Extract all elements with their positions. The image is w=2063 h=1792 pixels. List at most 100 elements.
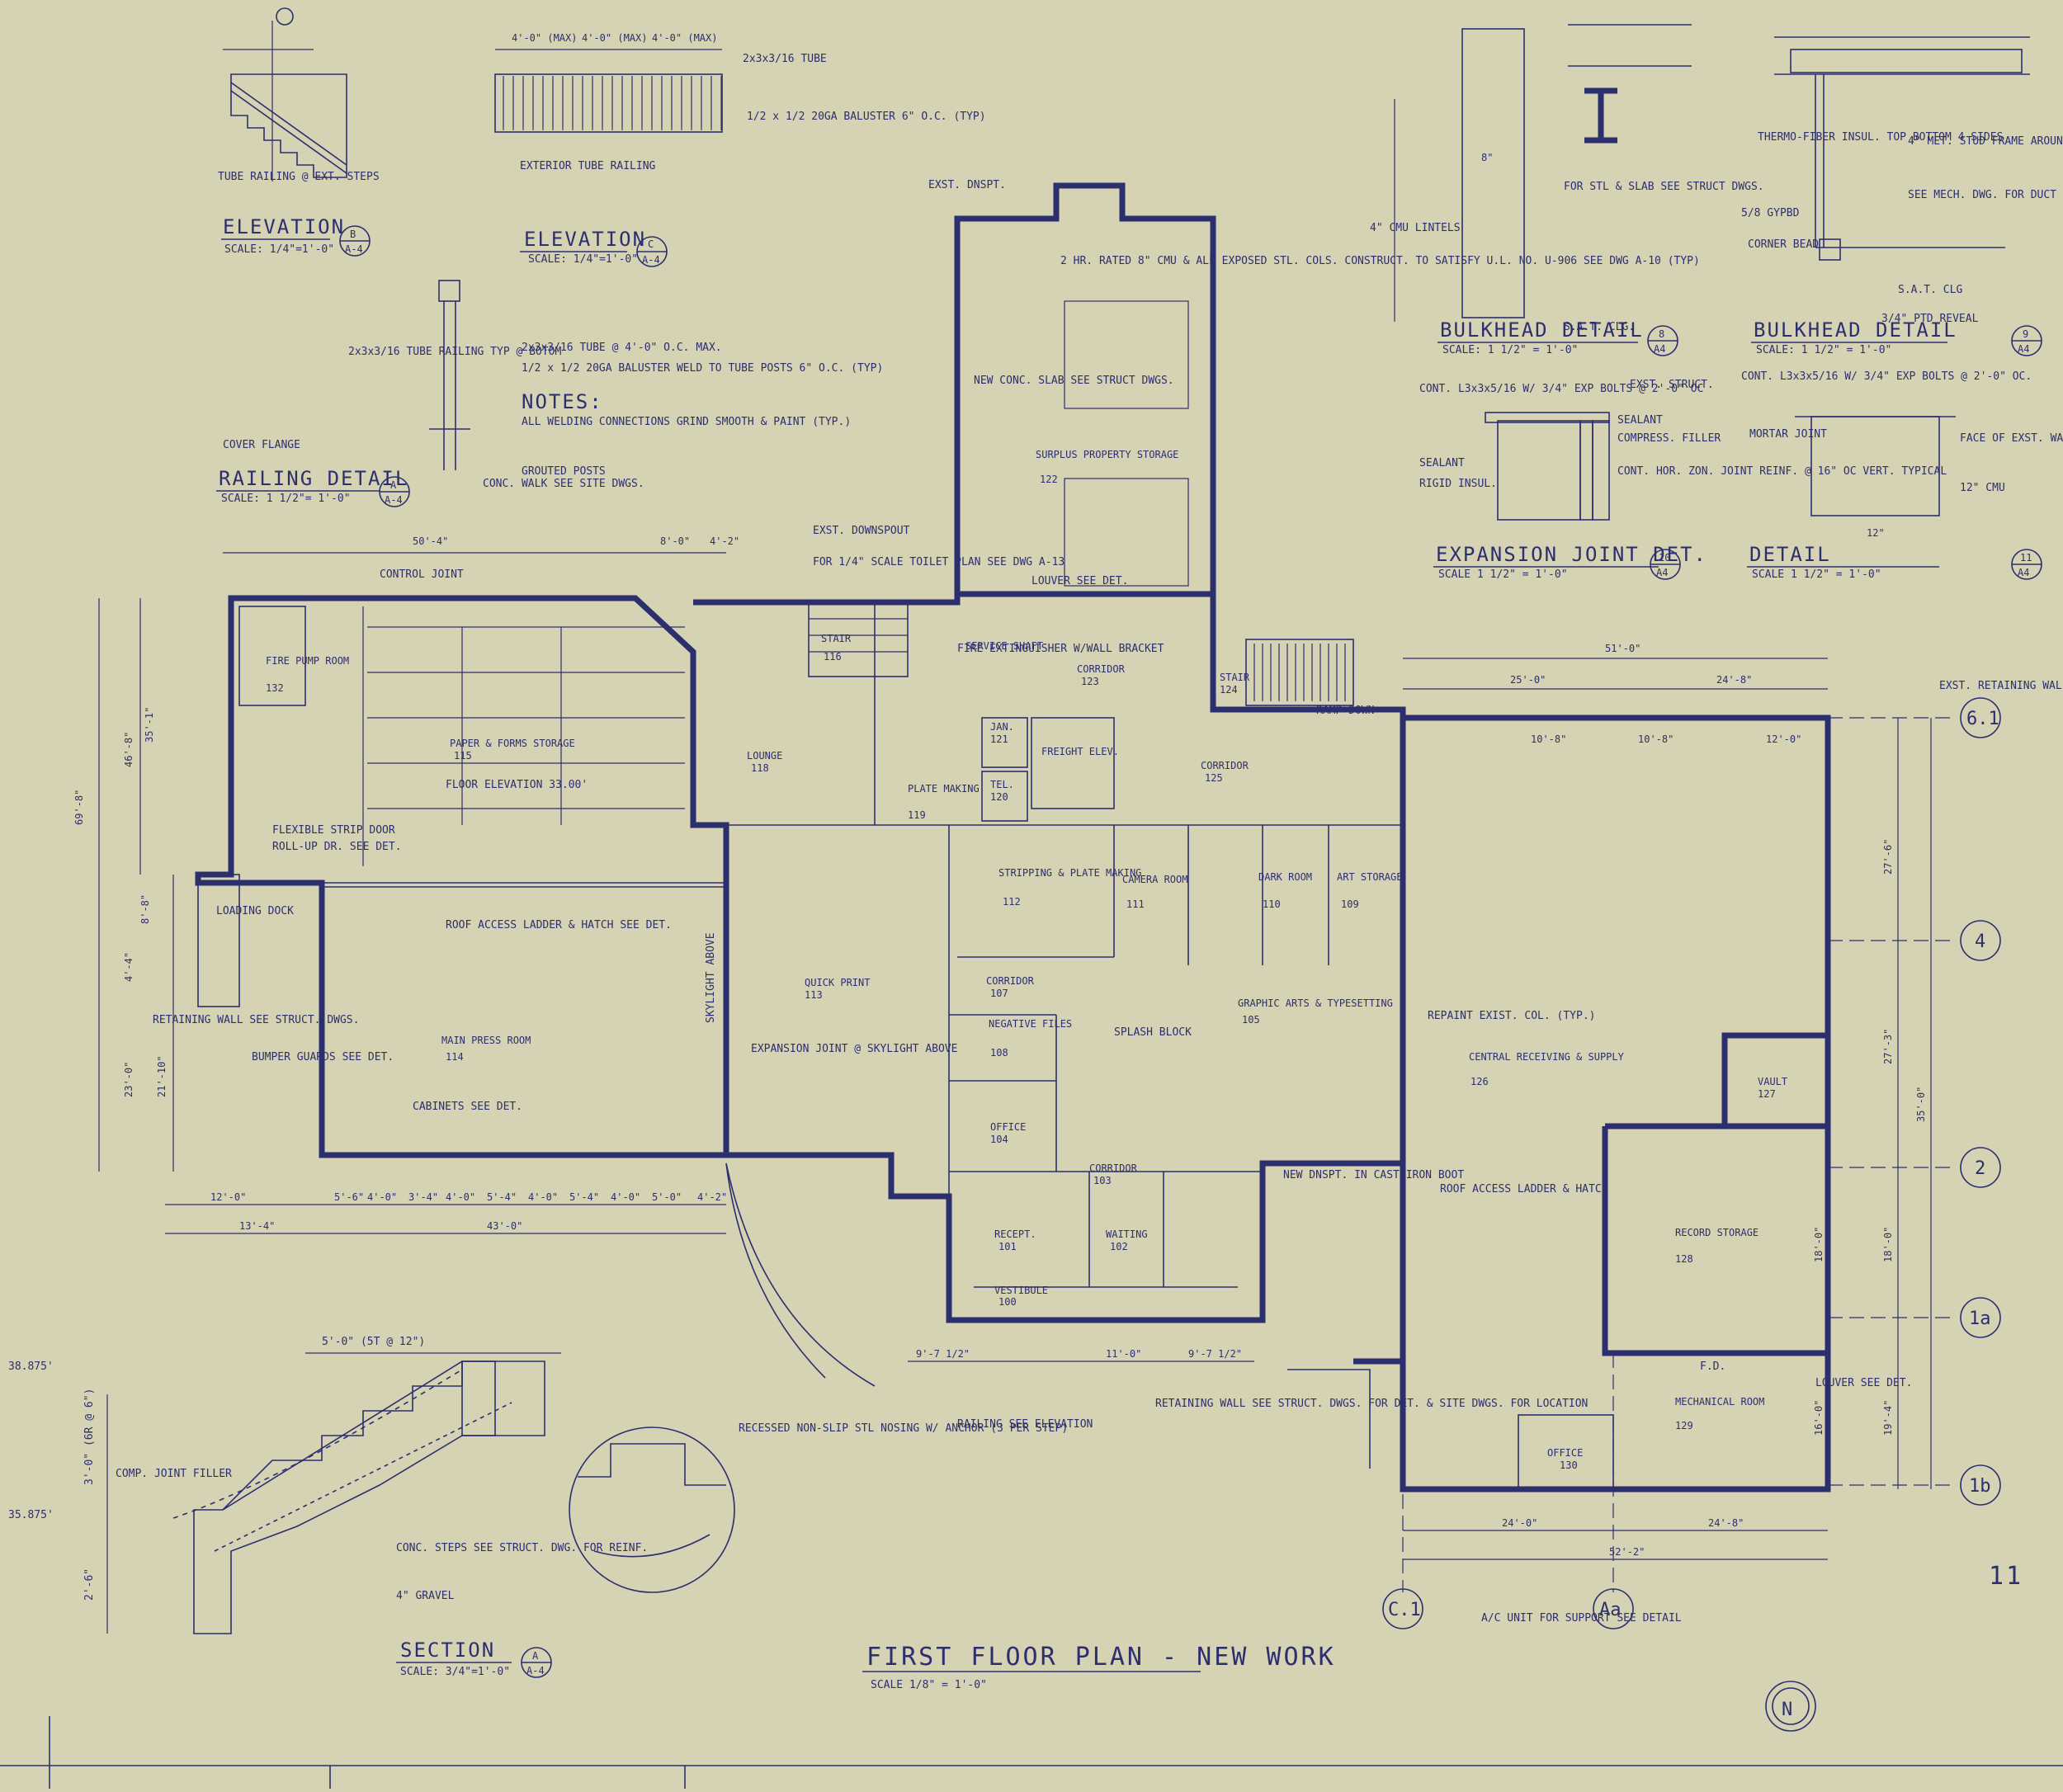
room-name: VESTIBULE: [994, 1285, 1048, 1296]
note: F.D.: [1700, 1361, 1725, 1373]
dim-label: 8'-8": [139, 894, 151, 924]
room-number: 123: [1081, 676, 1099, 687]
grid-bubble-6-1: [1960, 697, 2001, 738]
grid-label: C.1: [1388, 1600, 1421, 1620]
bulkhead1-scale: SCALE: 1 1/2" = 1'-0": [1442, 344, 1578, 356]
room-name: PLATE MAKING: [908, 783, 980, 795]
note: BUMPER GUARDS SEE DET.: [252, 1051, 394, 1063]
grid-label: Aa: [1599, 1600, 1622, 1620]
grid-bubble-aa: [1593, 1588, 1634, 1629]
plan-notes: CONC. WALK SEE SITE DWGS. CONTROL JOINT …: [153, 179, 2063, 1625]
section-detail: 38.875' 35.875' 3'-0" (6R @ 6") 2'-6" CO…: [8, 1336, 1068, 1678]
note: RAILING SEE ELEVATION: [957, 1418, 1093, 1431]
railing-notes-head: NOTES:: [522, 390, 603, 413]
note: EXPANSION JOINT @ SKYLIGHT ABOVE: [751, 1043, 957, 1055]
bulkhead1-tag: 8: [1659, 328, 1664, 340]
note: EXST. RETAINING WALL: [1939, 680, 2063, 692]
dim-label: 23'-0": [123, 1062, 135, 1097]
room-number: 130: [1560, 1460, 1578, 1471]
dim-label: 18'-0": [1882, 1227, 1894, 1262]
expansion-note: SEALANT: [1419, 457, 1465, 469]
room-name: RECEPT.: [994, 1228, 1036, 1240]
room-name: VAULT: [1758, 1076, 1787, 1087]
bulkhead1-sheet: A4: [1654, 343, 1665, 355]
bulkhead2-tag: 9: [2023, 328, 2028, 340]
detail11-note: 12" CMU: [1960, 482, 2005, 494]
room-name: WAITING: [1106, 1228, 1148, 1240]
room-number: 103: [1093, 1175, 1112, 1186]
drawing-title-block: FIRST FLOOR PLAN - NEW WORK SCALE 1/8" =…: [862, 1562, 2021, 1732]
note: CONC. WALK SEE SITE DWGS.: [483, 478, 644, 490]
dim-label: 4'-0": [367, 1191, 397, 1203]
note: RETAINING WALL SEE STRUCT. DWGS.: [153, 1014, 359, 1026]
bulkhead2-scale: SCALE: 1 1/2" = 1'-0": [1756, 344, 1891, 356]
grid-label: 4: [1975, 931, 1985, 952]
elevation-c-note: EXTERIOR TUBE RAILING: [520, 160, 656, 172]
room-number: 124: [1220, 684, 1238, 696]
grid-bubble-4: [1960, 920, 2001, 961]
room-number: 105: [1242, 1014, 1260, 1026]
drawing-scale: SCALE 1/8" = 1'-0": [871, 1679, 987, 1691]
railing-note: 2x3x3/16 TUBE @ 4'-0" O.C. MAX.: [522, 342, 722, 354]
room-number: 127: [1758, 1088, 1776, 1100]
expansion-note: EXST. STRUCT.: [1630, 379, 1714, 391]
dim-label: 27'-6": [1882, 839, 1894, 875]
grid-bubble-2: [1960, 1147, 2001, 1188]
room-name: CENTRAL RECEIVING & SUPPLY: [1469, 1051, 1625, 1063]
bulkhead2-gyp: 5/8 GYPBD: [1741, 207, 1800, 219]
grid-label: 2: [1975, 1158, 1985, 1179]
dim-label: 12'-0": [1766, 733, 1801, 745]
room-name: MECHANICAL ROOM: [1675, 1396, 1764, 1408]
room-number: 128: [1675, 1253, 1693, 1265]
section-dim: 2'-6": [83, 1568, 96, 1601]
elevation-c-sheet: A-4: [642, 254, 660, 266]
railing-tag: A: [390, 479, 397, 491]
railing-notes-body: ALL WELDING CONNECTIONS GRIND SMOOTH & P…: [522, 416, 851, 428]
dim-label: 10'-8": [1531, 733, 1566, 745]
expansion-title: EXPANSION JOINT DET.: [1436, 543, 1707, 566]
elevation-c-tube: 2x3x3/16 TUBE: [743, 53, 827, 65]
bulkhead-detail-2: THERMO-FIBER INSUL. TOP BOTTOM 4 SIDES 4…: [1741, 36, 2063, 356]
dim-label: 35'-0": [1915, 1087, 1927, 1122]
room-number: 111: [1126, 898, 1145, 910]
note: SPLASH BLOCK: [1114, 1026, 1192, 1039]
room-number: 110: [1263, 898, 1281, 910]
dim-label: 5'-0": [652, 1191, 682, 1203]
dim-label: 8'-0": [660, 535, 690, 547]
dim-label: 4'-2": [697, 1191, 727, 1203]
expansion-note: COMPRESS. FILLER: [1617, 432, 1721, 445]
railing-flange: COVER FLANGE: [223, 439, 300, 451]
expansion-note: SEALANT: [1617, 414, 1663, 427]
expansion-note: CONT. L3x3x5/16 W/ 3/4" EXP BOLTS @ 2'-0…: [1419, 383, 1703, 395]
dim-label: 24'-8": [1708, 1517, 1744, 1529]
room-name: PAPER & FORMS STORAGE: [450, 738, 575, 749]
bulkhead2-title: BULKHEAD DETAIL: [1754, 318, 1957, 342]
railing-note: 1/2 x 1/2 20GA BALUSTER WELD TO TUBE POS…: [522, 362, 883, 375]
dim-label: 35'-1": [144, 707, 155, 743]
bulkhead1-title: BULKHEAD DETAIL: [1440, 318, 1644, 342]
section-dim: 3'-0" (6R @ 6"): [83, 1389, 96, 1485]
grid-bubbles: 6.1 4 2 1a 1b C.1 Aa: [1382, 697, 2001, 1629]
elevation-c-dim: 4'-0" (MAX): [582, 32, 647, 44]
room-number: 121: [990, 733, 1008, 745]
room-name: QUICK PRINT: [805, 977, 870, 988]
section-note: 4" GRAVEL: [396, 1590, 455, 1602]
dim-label: 25'-0": [1510, 674, 1546, 686]
dim-label: 52'-2": [1609, 1546, 1645, 1558]
elevation-b-title: ELEVATION: [223, 215, 345, 238]
room-name: DARK ROOM: [1258, 871, 1312, 883]
bulkhead2-reveal: 3/4" PTD REVEAL: [1881, 313, 1979, 325]
bulkhead2-sheet: A4: [2018, 343, 2029, 355]
expansion-note: RIGID INSUL.: [1419, 478, 1497, 490]
elevation-c-tag: C: [648, 238, 654, 250]
note: EXST. DNSPT.: [928, 179, 1006, 191]
elevation-c-dim: 4'-0" (MAX): [512, 32, 577, 44]
note: RETAINING WALL SEE STRUCT. DWGS. FOR DET…: [1155, 1398, 1588, 1410]
room-name: ART STORAGE: [1337, 871, 1402, 883]
dim-label: 69'-8": [73, 790, 85, 825]
elevation-c-scale: SCALE: 1/4"=1'-0": [528, 253, 638, 266]
note: LOADING DOCK: [216, 905, 294, 917]
room-name: GRAPHIC ARTS & TYPESETTING: [1238, 997, 1393, 1009]
